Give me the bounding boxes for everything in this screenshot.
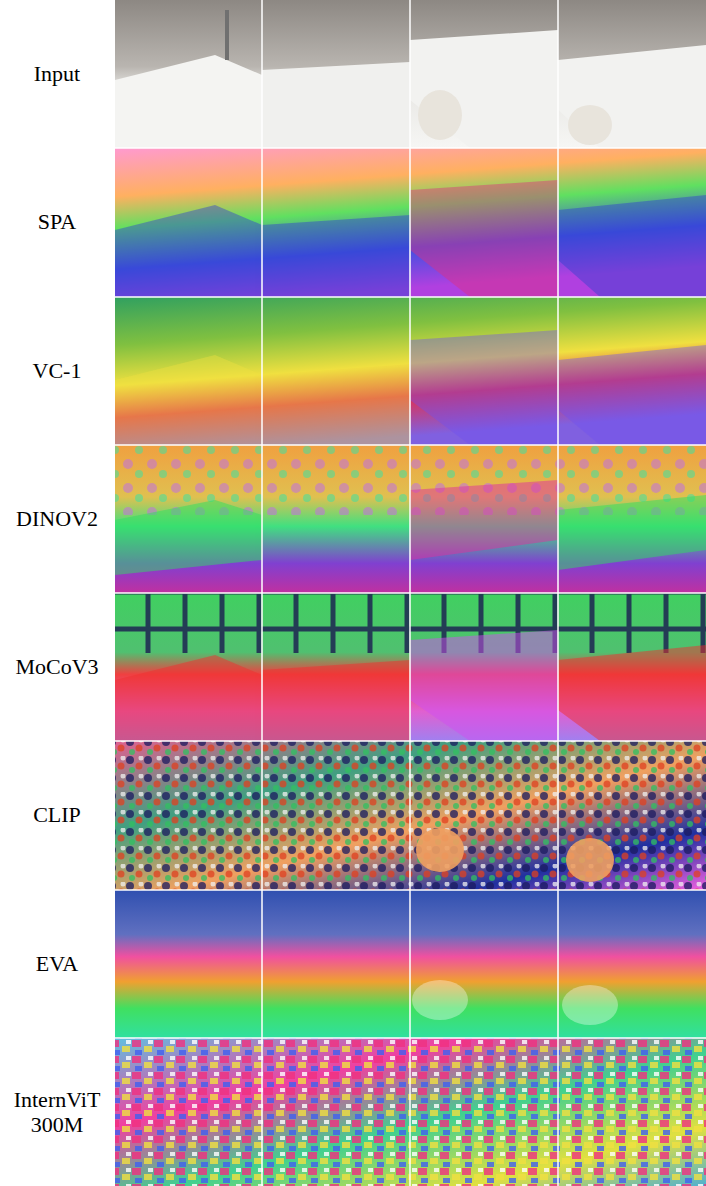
row-label: VC-1: [4, 358, 110, 383]
row-label: DINOV2: [4, 506, 110, 531]
row-label: MoCoV3: [4, 654, 110, 679]
row-label: SPA: [4, 209, 110, 234]
row-label: InternViT 300M: [4, 1087, 110, 1138]
row-label: EVA: [4, 951, 110, 976]
cell-separators: [115, 0, 706, 1186]
row-label: Input: [4, 61, 110, 86]
row-label: CLIP: [4, 802, 110, 827]
